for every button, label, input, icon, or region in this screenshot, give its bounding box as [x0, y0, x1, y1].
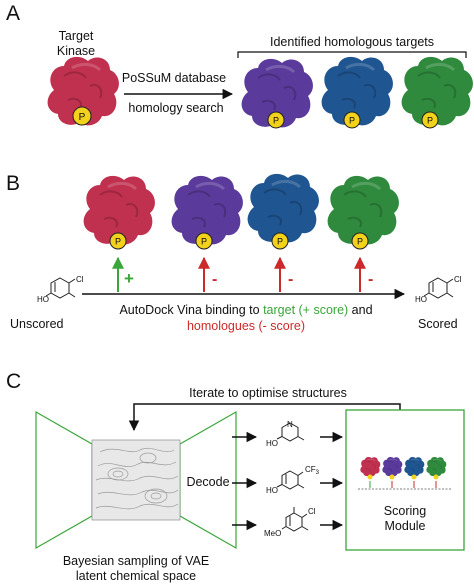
bayesian-caption-1: Bayesian sampling of VAE	[63, 554, 209, 568]
scored-label: Scored	[418, 317, 458, 331]
mol2-ho: HO	[266, 486, 278, 495]
phosphate-icon: P	[271, 232, 289, 250]
scoring-module-label-1: Scoring	[384, 504, 426, 518]
caption-homologues: homologues (- score)	[187, 319, 305, 333]
homologs-bracket-label: Identified homologous targets	[270, 35, 434, 49]
homology-search-label: homology search	[128, 101, 223, 115]
mol2-cf3: CF3	[305, 465, 320, 476]
scored-molecule	[423, 277, 454, 299]
panel-a-letter: A	[6, 2, 20, 25]
svg-text:P: P	[277, 237, 283, 247]
phosphate-icon: P	[267, 111, 285, 129]
phosphate-icon: P	[421, 111, 439, 129]
possum-database-label: PoSSuM database	[122, 71, 226, 85]
homologs-bracket	[237, 51, 467, 58]
positive-score-sign: +	[124, 269, 134, 288]
iterate-loop-arrow	[128, 403, 401, 432]
decoded-molecule-3	[281, 507, 309, 532]
scored-mol-ho: HO	[415, 295, 427, 304]
bayesian-caption-2: latent chemical space	[76, 569, 196, 583]
mol3-meo: MeO	[264, 529, 281, 538]
decoded-molecule-1	[276, 422, 305, 442]
decode-label: Decode	[186, 475, 229, 489]
panel-c-letter: C	[6, 370, 21, 393]
scoring-module-box	[345, 409, 465, 551]
svg-text:P: P	[349, 116, 355, 126]
negative-score-sign: -	[288, 271, 293, 288]
svg-text:P: P	[427, 116, 433, 126]
homolog-green-protein	[400, 55, 474, 127]
encoder-trapezoid	[35, 410, 93, 550]
unscored-mol-cl: Cl	[76, 275, 84, 284]
unscored-mol-ho: HO	[37, 295, 49, 304]
target-kinase-label-1: Target	[59, 29, 94, 43]
svg-text:P: P	[115, 237, 121, 247]
decoded-molecule-2	[276, 470, 305, 490]
phosphate-icon: P	[72, 106, 92, 126]
docking-caption-line1: AutoDock Vina binding to target (+ score…	[119, 303, 372, 317]
iterate-label: Iterate to optimise structures	[189, 386, 347, 400]
phosphate-icon: P	[343, 111, 361, 129]
phosphate-icon: P	[109, 232, 127, 250]
scored-mol-cl: Cl	[454, 275, 462, 284]
target-kinase-label-2: Kinase	[57, 44, 95, 58]
svg-text:P: P	[201, 237, 207, 247]
caption-target: target (+ score)	[263, 303, 348, 317]
mol1-n: N	[287, 420, 293, 429]
latent-space-map	[91, 439, 181, 521]
caption-and: and	[348, 303, 372, 317]
homolog-blue-protein-b	[246, 172, 321, 244]
svg-text:P: P	[357, 237, 363, 247]
unscored-molecule	[45, 277, 76, 299]
mol3-cl: Cl	[308, 507, 316, 516]
negative-score-sign: -	[368, 271, 373, 288]
phosphate-icon: P	[351, 232, 369, 250]
negative-score-sign: -	[212, 271, 217, 288]
panel-b-letter: B	[6, 172, 20, 195]
mini-kinases	[358, 456, 452, 490]
caption-prefix: AutoDock Vina binding to	[119, 303, 263, 317]
scoring-module-label-2: Module	[385, 519, 426, 533]
svg-text:P: P	[273, 116, 279, 126]
unscored-label: Unscored	[10, 317, 64, 331]
svg-text:P: P	[79, 112, 86, 123]
mol1-ho: HO	[266, 439, 278, 448]
phosphate-icon: P	[195, 232, 213, 250]
